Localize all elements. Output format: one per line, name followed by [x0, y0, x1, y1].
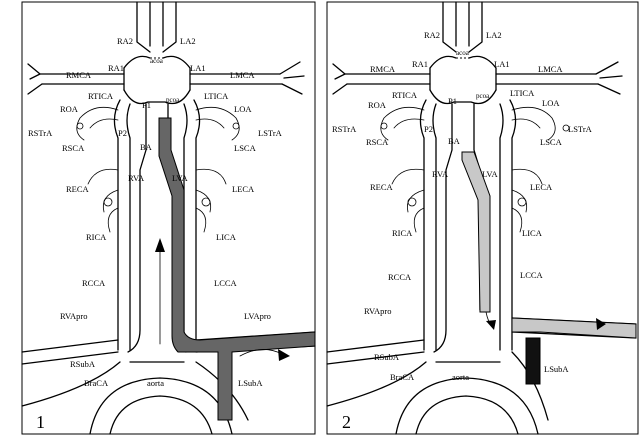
- label-rica: RICA: [392, 228, 413, 238]
- label-ba: BA: [140, 142, 153, 152]
- label-p2: P2: [424, 124, 433, 134]
- label-ba: BA: [448, 136, 461, 146]
- label-lva: LVA: [482, 169, 498, 179]
- label-reca: RECA: [66, 184, 90, 194]
- label-reca: RECA: [370, 182, 394, 192]
- label-braca: BraCA: [84, 378, 109, 388]
- label-rtica: RTICA: [88, 91, 114, 101]
- label-lcca: LCCA: [214, 278, 238, 288]
- label-rmca: RMCA: [66, 70, 92, 80]
- label-rsuba: RSubA: [374, 352, 400, 362]
- label-la2: LA2: [486, 30, 502, 40]
- label-rva: RVA: [128, 173, 145, 183]
- label-lsuba: LSubA: [238, 378, 263, 388]
- label-pcoa: pcoa: [166, 96, 180, 104]
- panel-1-labels: RA2 LA2 acoa RA1 LA1 RMCA LMCA RTICA LTI…: [28, 36, 283, 432]
- label-number: 2: [342, 412, 351, 432]
- label-la2: LA2: [180, 36, 196, 46]
- label-rva: RVA: [432, 169, 449, 179]
- label-roa: ROA: [60, 104, 79, 114]
- panel-2-lsuba-highlight: [511, 317, 637, 339]
- label-la1: LA1: [494, 59, 510, 69]
- label-acoa: acoa: [456, 49, 470, 57]
- label-roa: ROA: [368, 100, 387, 110]
- label-p1: P1: [448, 96, 457, 106]
- label-rcca: RCCA: [388, 272, 412, 282]
- label-acoa: acoa: [150, 57, 164, 65]
- label-ra1: RA1: [108, 63, 124, 73]
- panel-2-labels: RA2 LA2 acoa RA1 LA1 RMCA LMCA RTICA LTI…: [332, 30, 593, 432]
- label-pcoa: pcoa: [476, 92, 490, 100]
- panel-1-lva-highlight: [158, 117, 316, 421]
- label-lcca: LCCA: [520, 270, 544, 280]
- label-leca: LECA: [232, 184, 255, 194]
- label-rstra: RSTrA: [28, 128, 53, 138]
- label-loa: LOA: [234, 104, 252, 114]
- label-lsuba: LSubA: [544, 364, 569, 374]
- panel-2-lsuba-occlusion: [525, 337, 541, 385]
- label-lva: LVA: [172, 173, 188, 183]
- label-ltica: LTICA: [510, 88, 535, 98]
- label-braca: BraCA: [390, 372, 415, 382]
- label-rtica: RTICA: [392, 90, 418, 100]
- label-loa: LOA: [542, 98, 560, 108]
- label-rvapro: RVApro: [60, 311, 88, 321]
- label-lsca: LSCA: [540, 137, 563, 147]
- label-lstra: LSTrA: [258, 128, 283, 138]
- panel-2-right-arrow: [596, 318, 606, 330]
- label-rvapro: RVApro: [364, 306, 392, 316]
- panel-1-up-arrow: [155, 238, 165, 252]
- label-rstra: RSTrA: [332, 124, 357, 134]
- label-rsca: RSCA: [62, 143, 85, 153]
- label-lica: LICA: [522, 228, 543, 238]
- panel-1-frame: [21, 1, 316, 435]
- label-ltica: LTICA: [204, 91, 229, 101]
- label-la1: LA1: [190, 63, 206, 73]
- label-lsca: LSCA: [234, 143, 257, 153]
- panel-2-lva-highlight: [461, 151, 491, 313]
- label-lmca: LMCA: [538, 64, 563, 74]
- panel-1: RA2 LA2 acoa RA1 LA1 RMCA LMCA RTICA LTI…: [21, 1, 316, 435]
- label-aorta: aorta: [147, 378, 164, 388]
- label-ra2: RA2: [117, 36, 133, 46]
- label-lica: LICA: [216, 232, 237, 242]
- panel-1-right-arrow: [278, 349, 290, 361]
- label-lvapro: LVApro: [244, 311, 271, 321]
- label-aorta: aorta: [452, 372, 469, 382]
- label-lmca: LMCA: [230, 70, 255, 80]
- panel-2-down-arrow: [486, 320, 496, 330]
- label-p2: P2: [118, 128, 127, 138]
- label-rica: RICA: [86, 232, 107, 242]
- label-rcca: RCCA: [82, 278, 106, 288]
- label-ra2: RA2: [424, 30, 440, 40]
- panel-2: RA2 LA2 acoa RA1 LA1 RMCA LMCA RTICA LTI…: [326, 1, 639, 435]
- label-ra1: RA1: [412, 59, 428, 69]
- label-rsuba: RSubA: [70, 359, 96, 369]
- label-rsca: RSCA: [366, 137, 389, 147]
- label-number: 1: [36, 412, 45, 432]
- label-p1: P1: [142, 100, 151, 110]
- label-rmca: RMCA: [370, 64, 396, 74]
- label-lstra: LSTrA: [568, 124, 593, 134]
- label-leca: LECA: [530, 182, 553, 192]
